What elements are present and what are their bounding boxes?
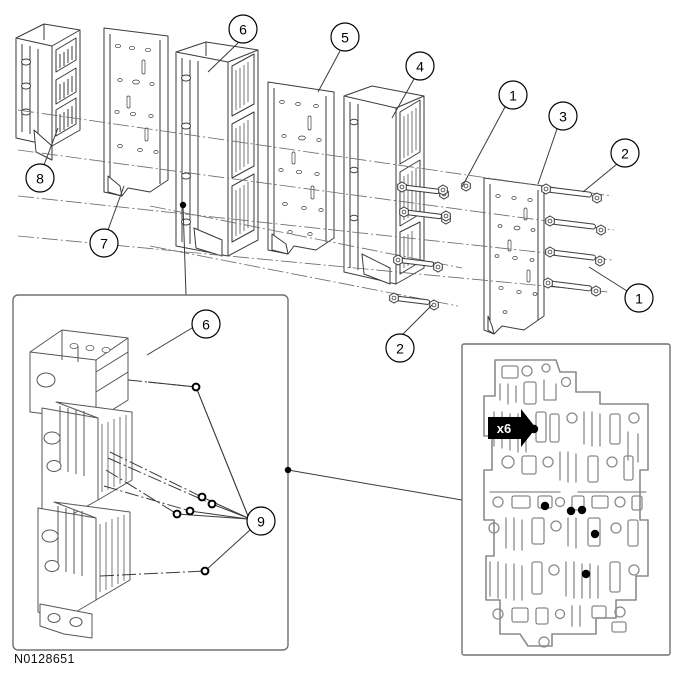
x6-quantity-label: x6 [488,409,536,447]
callout-label: 2 [621,146,629,162]
part-3-separator-plate [483,177,545,335]
callout-label: 6 [202,317,210,333]
callout-label: 2 [396,341,404,357]
part-7-separator-plate [103,27,169,197]
bolt [393,254,443,273]
x6-label-text: x6 [497,421,511,436]
callout-balloon[interactable]: 4 [405,51,435,81]
callout-label: 7 [100,236,108,252]
callout-balloon[interactable]: 6 [228,14,258,44]
callout-balloon[interactable]: 1 [624,283,654,313]
callout-label: 5 [341,30,349,46]
figure-id-label: N0128651 [14,652,75,666]
plate-marker-dot [577,505,587,515]
plate-marker-dot [581,569,591,579]
part-5-separator-plate [267,81,335,255]
bolt-group [389,180,606,311]
callout-label: 4 [416,59,424,75]
callout-balloon[interactable]: 5 [330,22,360,52]
callout-balloon[interactable]: 3 [548,101,578,131]
inset-connector-line [179,201,187,296]
callout-leaders [43,42,628,356]
bolt [541,183,602,204]
callout-balloon[interactable]: 2 [610,138,640,168]
callout-label: 1 [635,291,643,307]
bolt [545,215,606,236]
plate-marker-dot [566,506,576,516]
callout-label: 9 [257,514,265,530]
callout-balloon[interactable]: 6 [191,309,221,339]
inset-callout-9-leaders [99,379,251,577]
callout-balloon[interactable]: 7 [89,228,119,258]
bolt [545,246,605,267]
callout-balloon[interactable]: 1 [498,80,528,110]
bolt [543,277,601,297]
part-4-valve-body [343,85,425,285]
inset-to-inset-connector [284,466,463,501]
inset-valve-body-drawing [29,329,133,639]
callout-label: 8 [36,171,44,187]
part-6-valve-body [175,41,259,257]
part-8-valve-body [15,23,81,161]
plate-marker-dot [540,501,550,511]
callout-label: 1 [509,88,517,104]
bolt [389,292,439,311]
callout-balloon[interactable]: 2 [385,333,415,363]
callout-label: 3 [559,109,567,125]
inset-callout-9-markers [172,382,217,576]
separator-plate-outline [483,359,649,647]
callout-label: 6 [239,22,247,38]
callout-balloon[interactable]: 8 [25,163,55,193]
plate-marker-dot [590,529,600,539]
callout-balloon[interactable]: 9 [246,506,276,536]
